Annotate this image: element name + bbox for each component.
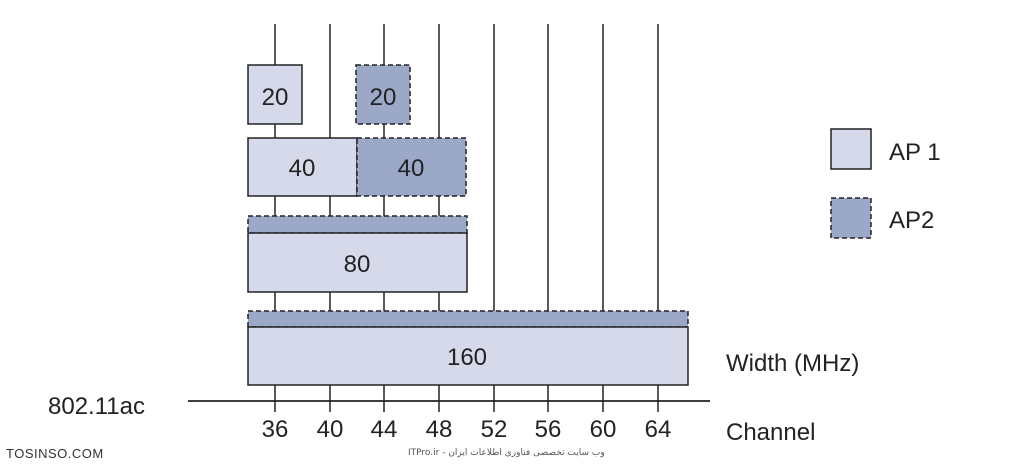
- ap1-160mhz-block: [247, 326, 689, 386]
- ap1-80mhz-block: [247, 232, 468, 293]
- width-axis-label: Width (MHz): [726, 350, 859, 377]
- ap1-160mhz-label: 160: [447, 344, 487, 371]
- ap2-20mhz-label: 20: [370, 84, 397, 111]
- ap2-80mhz-band: [247, 215, 468, 234]
- channel-number: 64: [645, 416, 672, 443]
- channel-number: 56: [535, 416, 562, 443]
- channel-number: 60: [590, 416, 617, 443]
- channel-number: 44: [371, 416, 398, 443]
- channel-axis-label: Channel: [726, 419, 815, 446]
- standard-label: 802.11ac: [48, 393, 145, 420]
- ap1-80mhz-label: 80: [344, 251, 371, 278]
- ap2-160mhz-band: [247, 310, 689, 328]
- ap1-20mhz-block: [247, 64, 303, 125]
- legend-swatch-ap2: [830, 197, 872, 239]
- legend-swatch-ap1: [830, 128, 872, 170]
- ap2-40mhz-block: [356, 137, 467, 197]
- watermark-center: ITPro.ir - وب سایت تخصصی فناوری اطلاعات …: [408, 448, 605, 458]
- channel-number: 52: [481, 416, 508, 443]
- channel-number: 36: [262, 416, 289, 443]
- channel-numbers: 36 40 44 48 52 56 60 64: [262, 416, 672, 443]
- legend-label-ap2: AP2: [889, 207, 934, 234]
- watermark-left: TOSINSO.COM: [6, 446, 104, 461]
- legend-label-ap1: AP 1: [889, 139, 941, 166]
- channel-number: 48: [426, 416, 453, 443]
- ap2-20mhz-block: [355, 64, 411, 125]
- ap1-40mhz-block: [247, 137, 358, 197]
- ap1-40mhz-label: 40: [289, 155, 316, 182]
- ap1-20mhz-label: 20: [262, 84, 289, 111]
- channel-number: 40: [317, 416, 344, 443]
- legend: AP 1 AP2: [830, 128, 941, 239]
- ap2-40mhz-label: 40: [398, 155, 425, 182]
